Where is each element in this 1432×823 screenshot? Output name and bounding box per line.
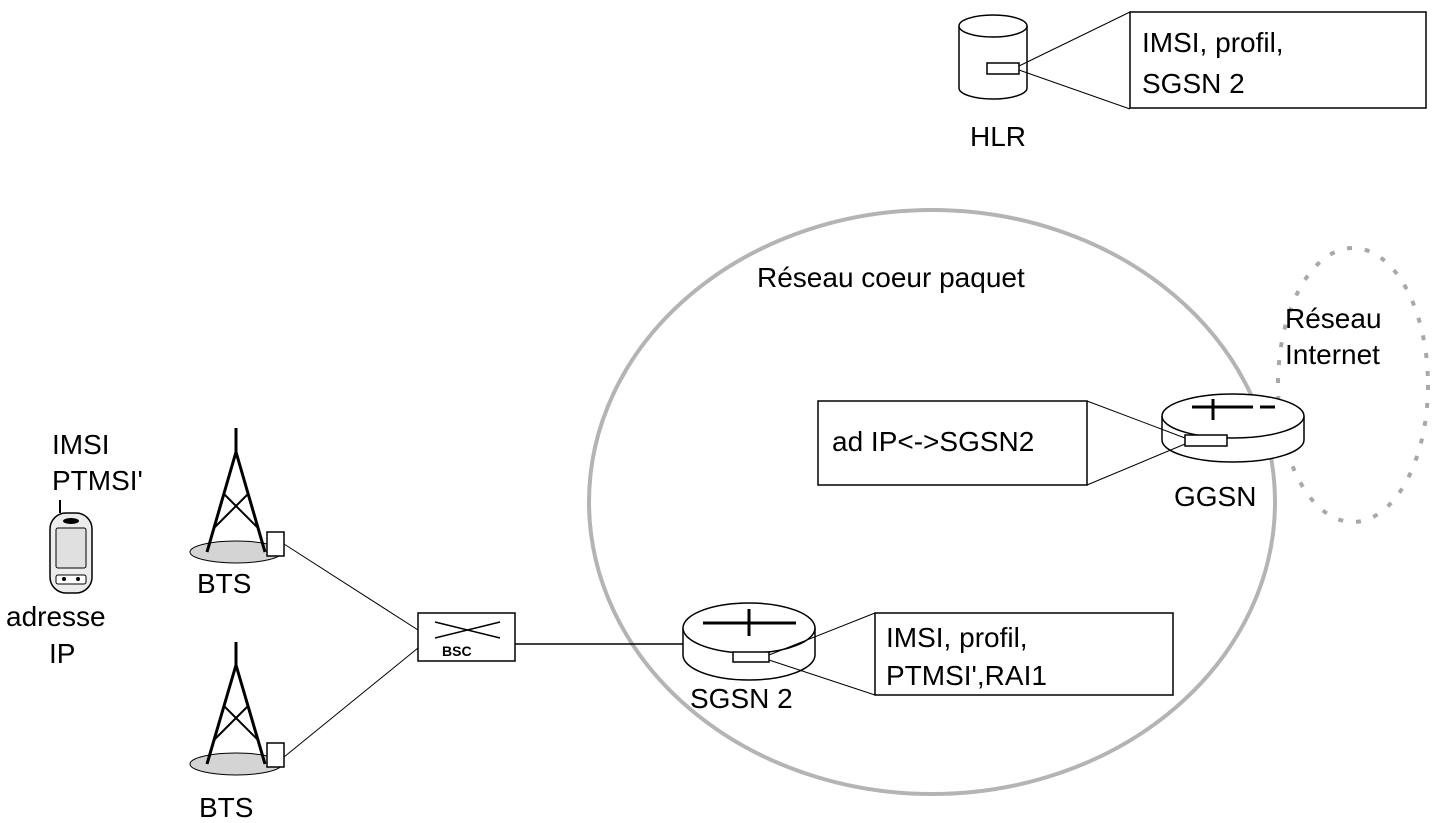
hlr-info-line2: SGSN 2 <box>1142 68 1245 99</box>
internet-cloud <box>1276 246 1430 524</box>
hlr-info-line1: IMSI, profil, <box>1142 27 1284 58</box>
mobile-address-label: adresse <box>6 601 106 632</box>
bts-top-label: BTS <box>197 568 251 599</box>
mobile-ip-label: IP <box>49 638 75 669</box>
bts-top-bsc-link <box>283 543 419 631</box>
hlr-database-icon <box>958 14 1028 100</box>
sgsn-info-line1: IMSI, profil, <box>886 622 1028 653</box>
sgsn-info-box <box>874 612 1174 696</box>
bsc-icon <box>417 612 516 662</box>
internet-label-line1: Réseau <box>1285 303 1382 334</box>
internet-label-line2: Internet <box>1285 339 1380 370</box>
hlr-label: HLR <box>970 121 1026 152</box>
core-network-label: Réseau coeur paquet <box>757 262 1025 293</box>
bts-bottom-label: BTS <box>199 792 253 823</box>
ggsn-info-text: ad IP<->SGSN2 <box>832 426 1034 457</box>
ggsn-label: GGSN <box>1174 481 1256 512</box>
ggsn-router-icon <box>1161 393 1305 463</box>
ggsn-info-box <box>817 400 1088 486</box>
core-network-ellipse <box>587 208 1277 796</box>
bts-bottom-bsc-link <box>283 647 419 758</box>
bsc-label: BSC <box>442 643 472 659</box>
mobile-ptmsi-label: PTMSI' <box>52 465 143 496</box>
hlr-info-box <box>1129 11 1427 109</box>
bts-top-tower-icon <box>189 428 285 564</box>
mobile-phone-icon <box>49 500 93 594</box>
sgsn-router-icon <box>682 602 816 681</box>
bts-bottom-tower-icon <box>189 642 285 776</box>
sgsn-label: SGSN 2 <box>690 683 793 714</box>
mobile-imsi-label: IMSI <box>52 429 110 460</box>
sgsn-info-line2: PTMSI',RAI1 <box>886 660 1047 691</box>
